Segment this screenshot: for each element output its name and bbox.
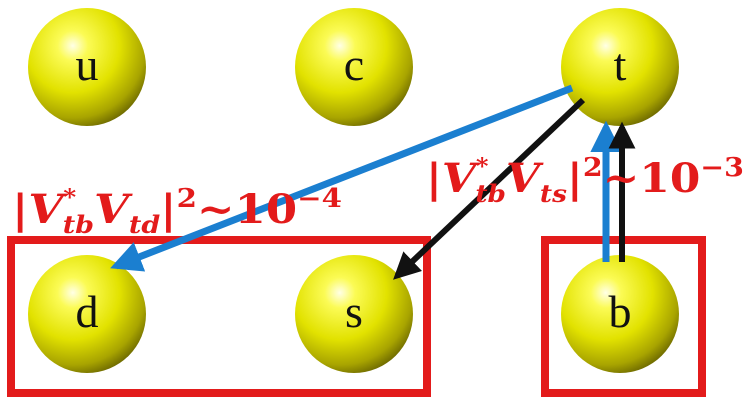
quark-u: u bbox=[28, 8, 146, 126]
ckm-vts-V1: V bbox=[442, 155, 480, 202]
ckm-vts-sub1: tb bbox=[475, 179, 506, 208]
ckm-vtd-bar-close: | bbox=[160, 186, 176, 233]
quark-b: b bbox=[561, 255, 679, 373]
ckm-vts-V2: V bbox=[506, 155, 544, 202]
ckm-vts-exp: −3 bbox=[700, 153, 744, 183]
ckm-vts-bar-close: | bbox=[567, 155, 583, 202]
quark-label-u: u bbox=[76, 39, 99, 90]
arrow-t-to-d-blue bbox=[110, 84, 574, 272]
ckm-vts-tilde: ~ bbox=[603, 155, 640, 202]
down-type-box-d-s bbox=[7, 236, 431, 397]
quark-label-t: t bbox=[614, 39, 627, 90]
ckm-vtd-sub2: td bbox=[129, 210, 161, 239]
quark-label-c: c bbox=[344, 39, 364, 90]
ckm-vtd-V2: V bbox=[94, 186, 133, 233]
ckm-vtd-ten: 10 bbox=[235, 186, 298, 233]
sphere-c bbox=[295, 8, 413, 126]
quark-d: d bbox=[28, 255, 146, 373]
quark-t: t bbox=[561, 8, 679, 126]
ckm-vtd-sq: 2 bbox=[177, 184, 197, 214]
ckm-vts-sub2: ts bbox=[540, 179, 567, 208]
ckm-vtd-exp: −4 bbox=[297, 184, 342, 214]
ckm-vtd-star: * bbox=[63, 185, 76, 211]
ckm-vts-ten: 10 bbox=[639, 155, 700, 202]
quark-label-s: s bbox=[345, 286, 363, 337]
arrow-t-to-s-black bbox=[393, 97, 586, 280]
quark-label-d: d bbox=[76, 286, 99, 337]
sphere-s bbox=[295, 255, 413, 373]
quark-label-b: b bbox=[609, 286, 632, 337]
ckm-vtd-sub1: tb bbox=[63, 210, 94, 239]
ckm-vts-star: * bbox=[476, 154, 489, 180]
sphere-d bbox=[28, 255, 146, 373]
sphere-t bbox=[561, 8, 679, 126]
ckm-vts-sq: 2 bbox=[583, 153, 603, 183]
ckm-vtd-tilde: ~ bbox=[197, 186, 235, 233]
ckm-vtd-bar-open: | bbox=[12, 186, 28, 233]
quark-s: s bbox=[295, 255, 413, 373]
ckm-vts-bar-open: | bbox=[426, 155, 442, 202]
quark-c: c bbox=[295, 8, 413, 126]
ckm-vtd-V1: V bbox=[28, 186, 67, 233]
sphere-b bbox=[561, 255, 679, 373]
sphere-u bbox=[28, 8, 146, 126]
